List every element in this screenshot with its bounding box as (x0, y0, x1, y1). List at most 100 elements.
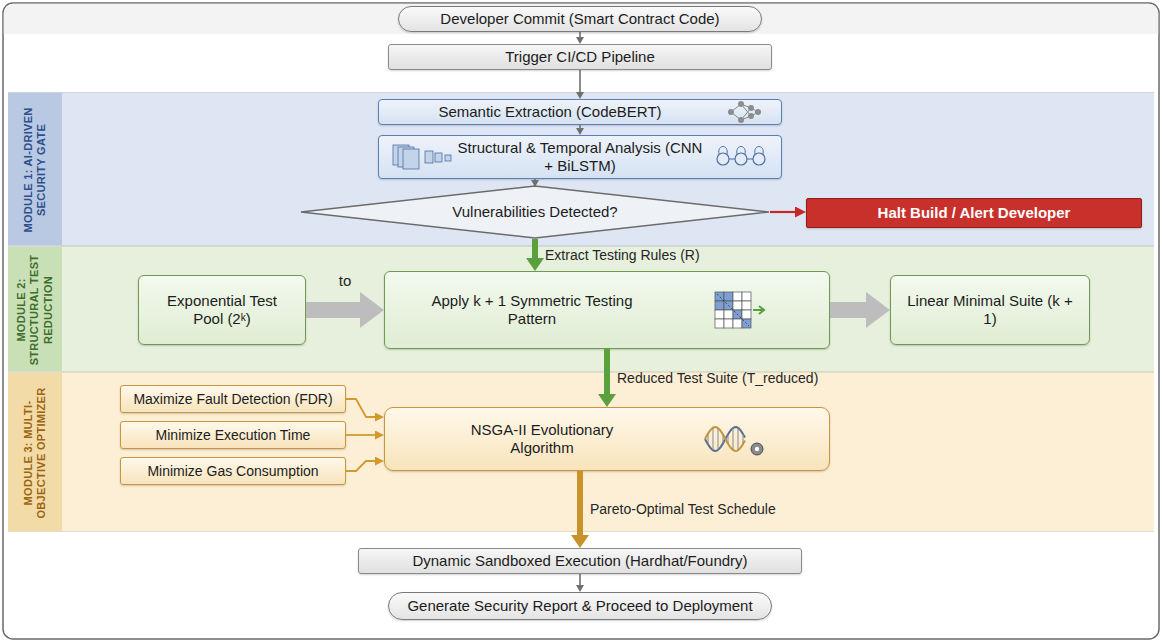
band-label-holder: MODULE 1: AI-DRIVEN SECURITY GATE (8, 98, 62, 242)
flow-arrow (770, 211, 795, 213)
icon-stroke (738, 428, 739, 450)
icon-dot (717, 153, 729, 165)
icon-cell (733, 301, 742, 310)
node-text: NSGA-II Evolutionary Algorithm (442, 421, 642, 457)
grid-icon (713, 288, 769, 332)
edge-label: to (339, 272, 352, 290)
flow-arrow (306, 302, 360, 318)
icon-cell (733, 319, 742, 328)
icon-gear (751, 443, 763, 455)
icon-cell (724, 292, 733, 301)
icon-stroke (723, 435, 724, 444)
net-icon (727, 100, 761, 124)
objective-box: Minimize Execution Time (120, 421, 346, 449)
flow-arrow (346, 434, 375, 436)
icon-dot (748, 113, 754, 119)
objective-box: Maximize Fault Detection (FDR) (120, 385, 346, 413)
flow-arrow (346, 461, 375, 471)
icon-cell (724, 319, 733, 328)
node-text: Halt Build / Alert Developer (878, 204, 1071, 222)
edge-label: Extract Testing Rules (R) (545, 247, 700, 264)
icon-stroke (705, 427, 745, 451)
flow-arrow (830, 302, 866, 318)
edge-label: Pareto-Optimal Test Schedule (590, 501, 776, 518)
cnn-icon (393, 143, 455, 171)
node-text: Developer Commit (Smart Contract Code) (440, 10, 719, 28)
icon-stroke (705, 427, 745, 451)
node-text: Apply k + 1 Symmetric Testing Pattern (427, 292, 637, 328)
flow-arrow (346, 399, 375, 417)
node-text: Linear Minimal Suite (k + 1) (905, 292, 1075, 328)
module-band: Exponential Test Pool (2ᵏ) Apply k + 1 Sy… (8, 246, 1154, 372)
icon-dot (738, 117, 744, 123)
decision-diamond: Vulnerabilities Detected? (300, 185, 770, 239)
flow-arrow (579, 70, 581, 92)
icon-layer (435, 153, 442, 162)
process-box: NSGA-II Evolutionary Algorithm (384, 407, 830, 471)
flow-arrow (532, 239, 538, 258)
process-box: Semantic Extraction (CodeBERT) (378, 99, 782, 125)
outer-frame (3, 3, 1159, 639)
band-label-holder: MODULE 3: MULTI-OBJECTIVE OPTIMIZER (8, 378, 62, 528)
icon-cell (724, 310, 733, 319)
icon-layer (425, 151, 433, 163)
icon-stroke (713, 428, 714, 451)
process-box: Trigger CI/CD Pipeline (388, 44, 772, 70)
band-label-holder: MODULE 2: STRUCTURAL TEST REDUCTION (8, 252, 62, 368)
node-text: Dynamic Sandboxed Execution (Hardhat/Fou… (412, 552, 747, 570)
flow-arrow (579, 125, 581, 128)
icon-stroke (728, 434, 729, 443)
process-box: Dynamic Sandboxed Execution (Hardhat/Fou… (358, 548, 802, 574)
band-label: MODULE 1: AI-DRIVEN SECURITY GATE (22, 98, 48, 242)
node-text: Structural & Temporal Analysis (CNN + Bi… (455, 139, 705, 175)
flow-arrow (604, 349, 610, 394)
icon-layer (445, 155, 451, 161)
icon-dot (735, 153, 747, 165)
start-terminal: Developer Commit (Smart Contract Code) (398, 6, 762, 32)
node-text: Semantic Extraction (CodeBERT) (438, 103, 661, 121)
edge-label: Reduced Test Suite (T_reduced) (617, 370, 818, 387)
end-terminal: Generate Security Report & Proceed to De… (388, 592, 772, 620)
alert-box: Halt Build / Alert Developer (806, 198, 1142, 228)
node-text: Minimize Gas Consumption (147, 463, 318, 480)
icon-stroke (733, 428, 734, 450)
icon-stroke (718, 428, 719, 450)
band-label-column: MODULE 1: AI-DRIVEN SECURITY GATE (8, 93, 62, 245)
flow-arrow (534, 179, 536, 180)
node-text: Vulnerabilities Detected? (452, 203, 617, 221)
icon-stroke (708, 434, 709, 445)
icon-stroke (747, 159, 753, 160)
icon-dot (753, 153, 765, 165)
node-text: Maximize Fault Detection (FDR) (133, 391, 332, 408)
icon-stroke (743, 434, 744, 444)
rnn-icon (715, 143, 767, 171)
flow-arrow (579, 32, 581, 37)
icon-cell (715, 319, 724, 328)
icon-dot (738, 101, 744, 107)
icon-gear (755, 447, 759, 451)
module-band: Semantic Extraction (CodeBERT) Structural… (8, 92, 1154, 246)
icon-layer (403, 149, 419, 169)
icon-cell (742, 292, 751, 301)
icon-dot (755, 109, 761, 115)
icon-cell (742, 310, 751, 319)
icon-stroke (729, 159, 735, 160)
icon-dot (748, 105, 754, 111)
band-label-column: MODULE 3: MULTI-OBJECTIVE OPTIMIZER (8, 373, 62, 531)
process-box: Structural & Temporal Analysis (CNN + Bi… (378, 135, 782, 179)
icon-stroke (753, 306, 764, 314)
dna-icon (705, 419, 769, 459)
process-box: Exponential Test Pool (2ᵏ) (138, 275, 306, 345)
band-label: MODULE 3: MULTI-OBJECTIVE OPTIMIZER (22, 378, 48, 528)
icon-cell (715, 292, 724, 301)
icon-cell (733, 292, 742, 301)
decision-diamond-shape (301, 186, 769, 238)
header-strip (4, 4, 1159, 34)
icon-dot (728, 109, 734, 115)
flow-arrow (577, 471, 583, 535)
icon-cell (715, 301, 724, 310)
flow-arrow (579, 574, 581, 585)
objective-box: Minimize Gas Consumption (120, 457, 346, 485)
band-label: MODULE 2: STRUCTURAL TEST REDUCTION (15, 252, 55, 368)
